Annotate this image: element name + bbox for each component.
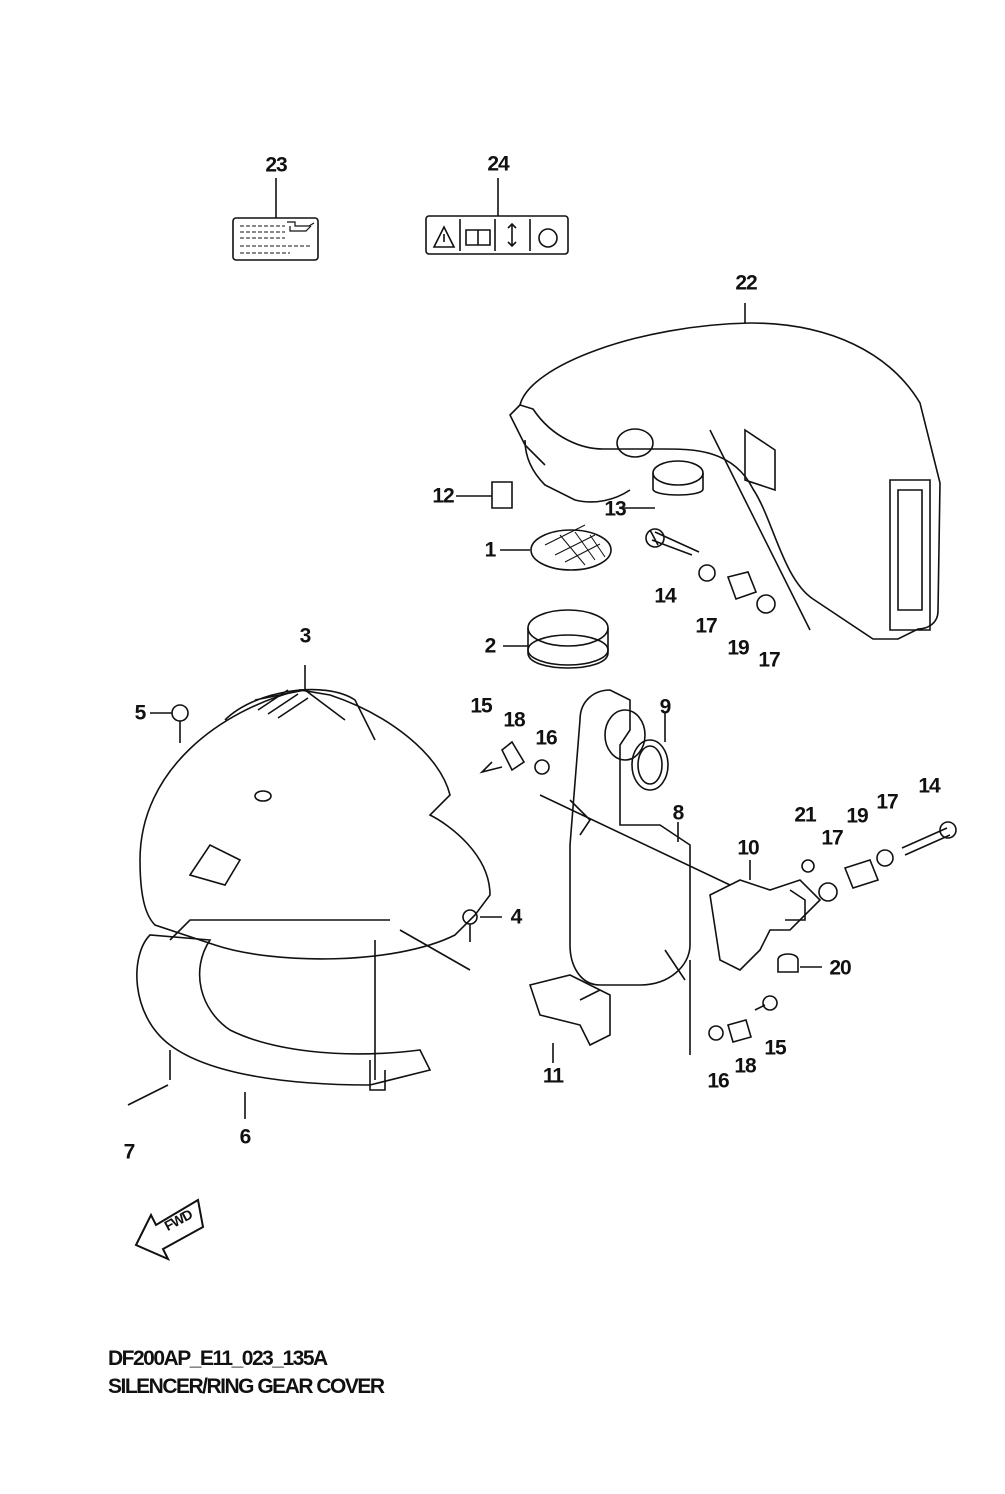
callout-5: 5 [134, 701, 147, 725]
callout-11: 11 [542, 1064, 564, 1088]
callout-9: 9 [659, 695, 672, 719]
bolts [150, 704, 502, 1080]
bracket-10 [709, 860, 822, 971]
upper-bolt-set [645, 528, 776, 614]
callout-14-right: 14 [918, 774, 940, 798]
callout-2: 2 [484, 634, 497, 658]
warning-decal [425, 178, 569, 255]
callout-8: 8 [672, 801, 685, 825]
callout-20: 20 [829, 956, 851, 980]
callout-16-left: 16 [535, 726, 557, 750]
callout-6: 6 [239, 1125, 252, 1149]
callout-1: 1 [484, 538, 497, 562]
callout-17-d: 17 [876, 790, 898, 814]
callout-17-a: 17 [695, 614, 717, 638]
callout-18-left: 18 [503, 708, 525, 732]
callout-17-b: 17 [758, 648, 780, 672]
callout-15-lower: 15 [764, 1036, 786, 1060]
callout-15-left: 15 [470, 694, 492, 718]
callout-12: 12 [432, 484, 454, 508]
callout-17-c: 17 [821, 826, 843, 850]
callout-24: 24 [487, 152, 509, 176]
fwd-arrow-icon [134, 1198, 205, 1262]
callout-21: 21 [794, 803, 816, 827]
ring-gear-cover-lower [127, 919, 432, 1119]
diagram-title: SILENCER/RING GEAR COVER [108, 1375, 385, 1398]
callout-23: 23 [265, 153, 287, 177]
bracket-11 [528, 949, 691, 1063]
callout-4: 4 [510, 905, 523, 929]
oil-label-decal [232, 178, 319, 261]
callout-10: 10 [737, 836, 759, 860]
callout-22: 22 [735, 271, 757, 295]
right-bolt-set [479, 740, 957, 1043]
silencer-small-parts [456, 460, 704, 669]
ring-gear-cover [139, 665, 491, 960]
callout-16-lower: 16 [707, 1069, 729, 1093]
callout-19-upper: 19 [727, 636, 749, 660]
diagram-code: DF200AP_E11_023_135A [108, 1347, 328, 1370]
callout-14-upper: 14 [654, 584, 676, 608]
intake-pipe [539, 689, 731, 986]
callout-7: 7 [123, 1140, 136, 1164]
callout-3: 3 [299, 624, 312, 648]
callout-18-lower: 18 [734, 1054, 756, 1078]
callout-13: 13 [604, 497, 626, 521]
callout-19-right: 19 [846, 804, 868, 828]
silencer-case [509, 303, 941, 640]
